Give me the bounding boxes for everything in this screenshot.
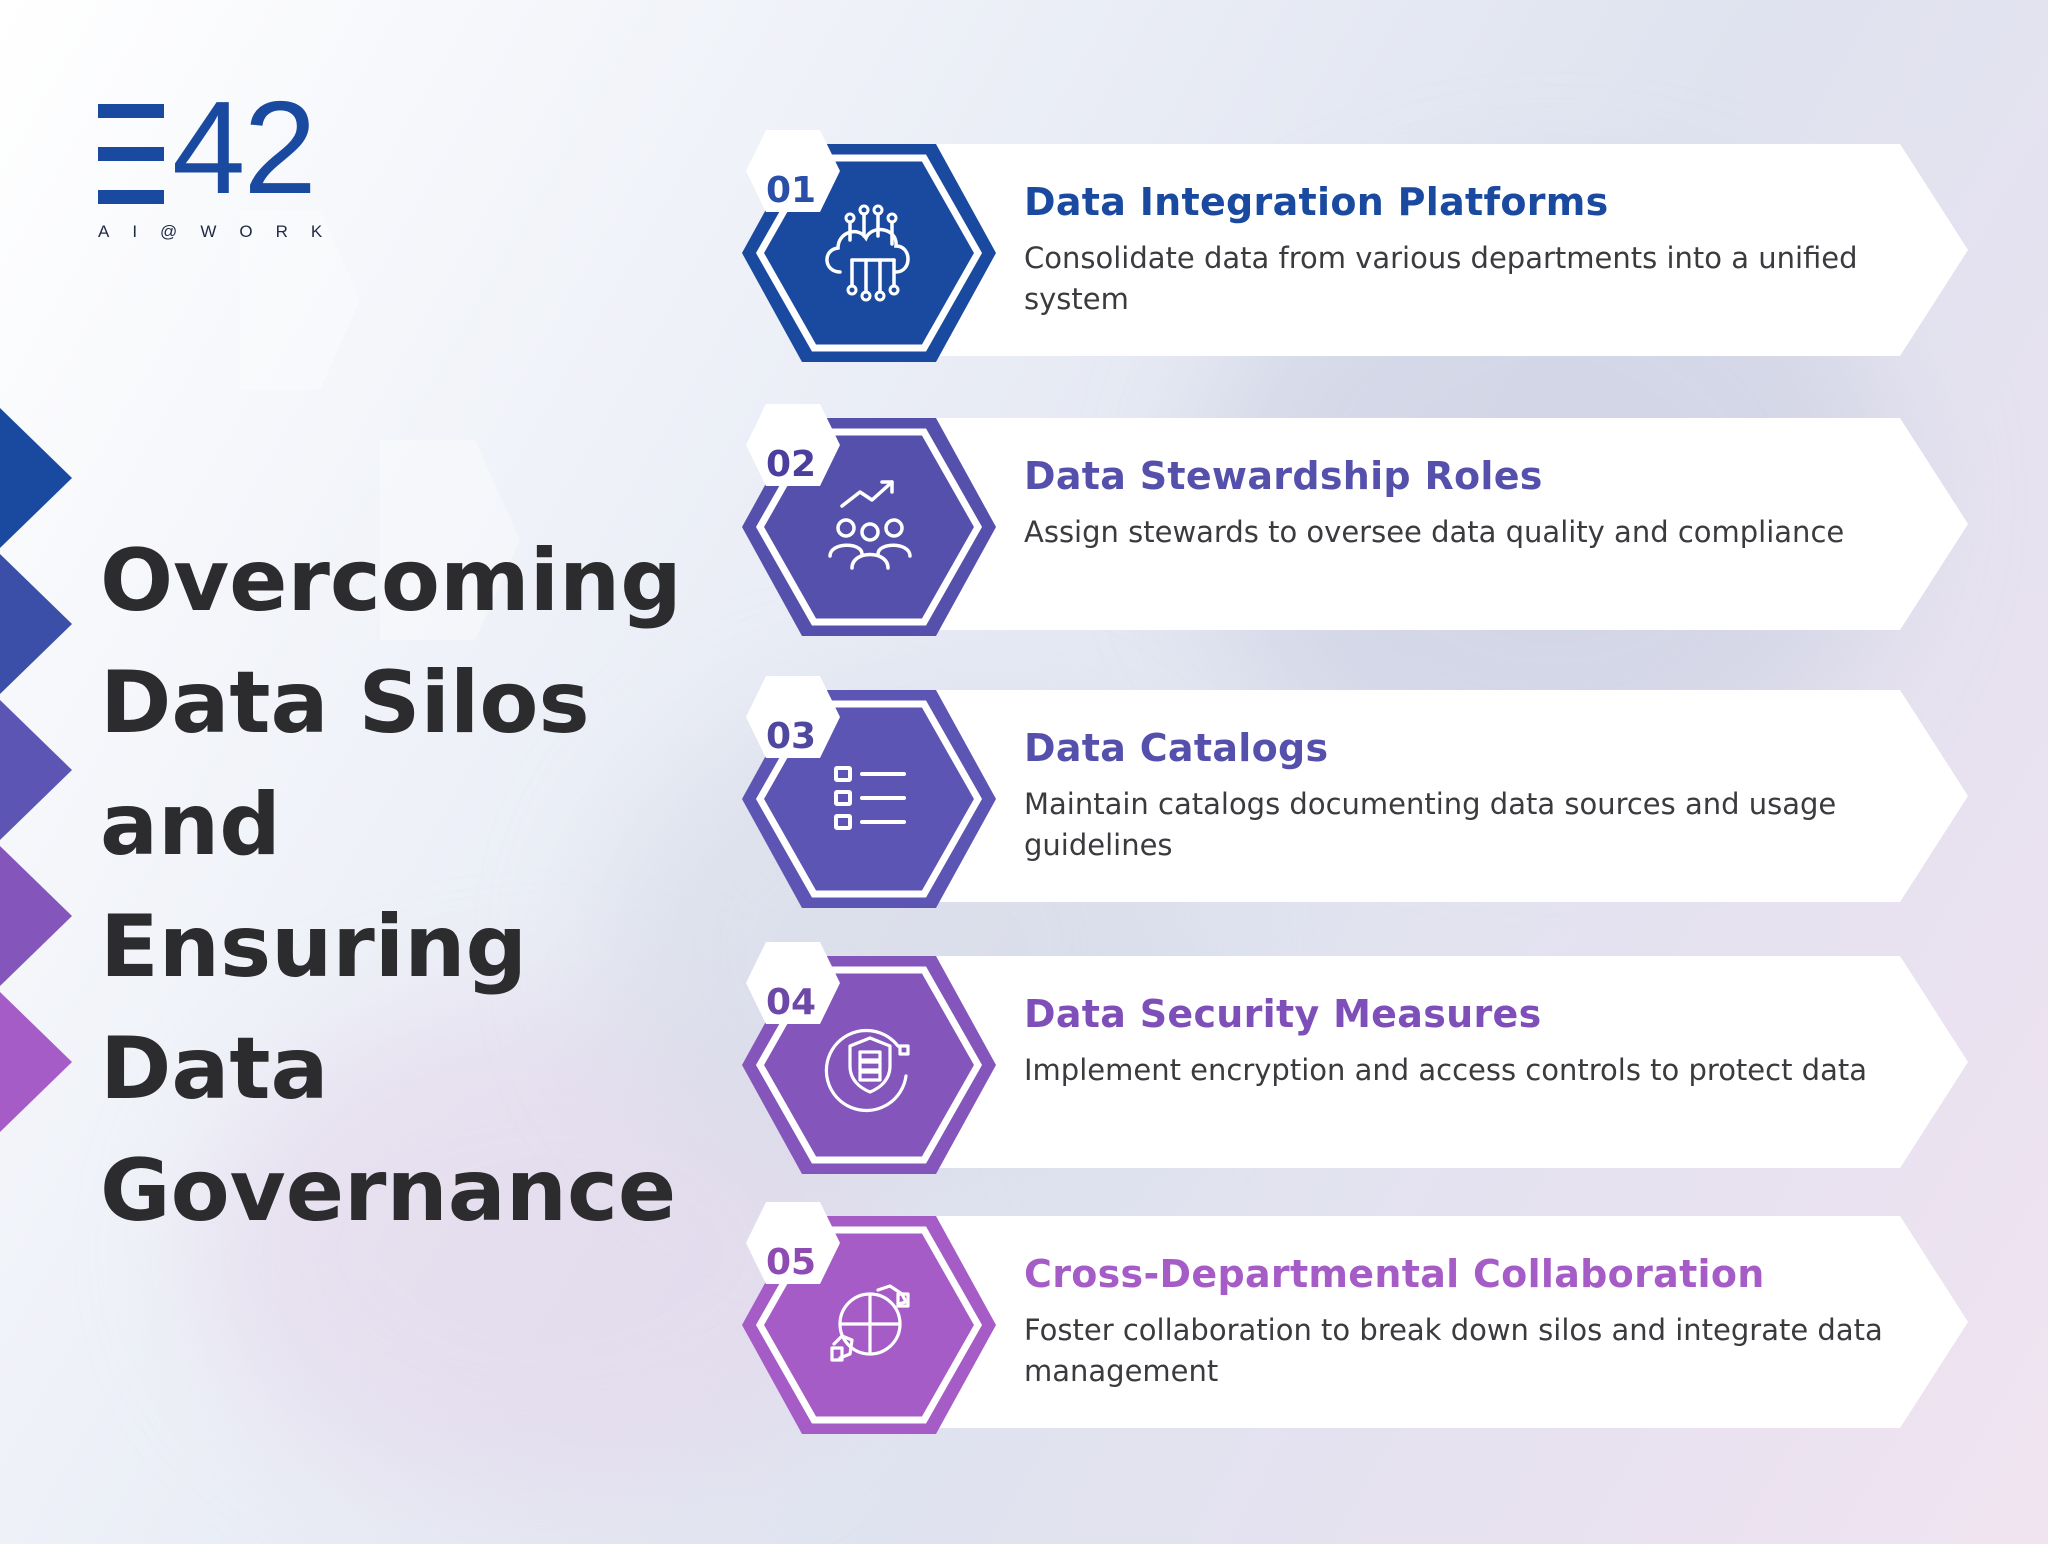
number-hexagon bbox=[746, 676, 840, 758]
item-title: Data Integration Platforms bbox=[1024, 180, 1609, 224]
item-card bbox=[898, 144, 1968, 356]
number-hexagon bbox=[746, 130, 840, 212]
shield-server-icon bbox=[824, 1028, 910, 1113]
puzzle-handshake-icon bbox=[830, 1284, 910, 1362]
item-description: Maintain catalogs documenting data sourc… bbox=[1024, 787, 1837, 862]
background-hexagon bbox=[240, 210, 360, 390]
number-hexagon bbox=[746, 404, 840, 486]
number-hexagon bbox=[746, 942, 840, 1024]
item-description: Assign stewards to oversee data quality … bbox=[1024, 515, 1845, 549]
team-growth-icon bbox=[828, 480, 912, 570]
item-number: 02 bbox=[765, 444, 817, 485]
item-description: Implement encryption and access controls… bbox=[1024, 1053, 1867, 1087]
item-number: 05 bbox=[765, 1242, 817, 1283]
item-description: Consolidate data from various department… bbox=[1024, 241, 1858, 316]
list-item: 05 Cross-Departmental Collaboration Fost… bbox=[738, 1202, 1970, 1438]
item-card bbox=[898, 690, 1968, 902]
background-hexagon bbox=[380, 440, 520, 640]
item-card bbox=[898, 956, 1968, 1168]
item-title: Data Catalogs bbox=[1024, 726, 1329, 770]
page-title: Overcoming Data Silos and Ensuring Data … bbox=[100, 531, 682, 1241]
cloud-network-icon bbox=[825, 204, 910, 302]
checklist-icon bbox=[834, 766, 906, 830]
number-hexagon bbox=[746, 1202, 840, 1284]
list-item: 01 Data Integration Platforms Consolidat… bbox=[738, 130, 1970, 366]
item-card bbox=[898, 418, 1968, 630]
item-title: Data Security Measures bbox=[1024, 992, 1542, 1036]
logo-mark bbox=[98, 104, 164, 204]
item-title: Data Stewardship Roles bbox=[1024, 454, 1543, 498]
list-item: 04 Data Security Measures Implement encr… bbox=[738, 942, 1970, 1178]
chevron-strip bbox=[0, 408, 72, 1132]
list-item: 03 Data Catalogs Maintain catalogs docum… bbox=[738, 676, 1970, 912]
item-number: 01 bbox=[765, 170, 817, 211]
e42-logo: 42 AI@WORK bbox=[98, 82, 328, 244]
item-title: Cross-Departmental Collaboration bbox=[1024, 1252, 1765, 1296]
logo-tagline: AI@WORK bbox=[98, 222, 346, 241]
logo-number: 42 bbox=[172, 74, 317, 221]
list-item: 02 Data Stewardship Roles Assign steward… bbox=[738, 404, 1970, 640]
item-number: 03 bbox=[765, 716, 817, 757]
item-card bbox=[898, 1216, 1968, 1428]
item-number: 04 bbox=[765, 982, 817, 1023]
item-description: Foster collaboration to break down silos… bbox=[1024, 1313, 1883, 1388]
